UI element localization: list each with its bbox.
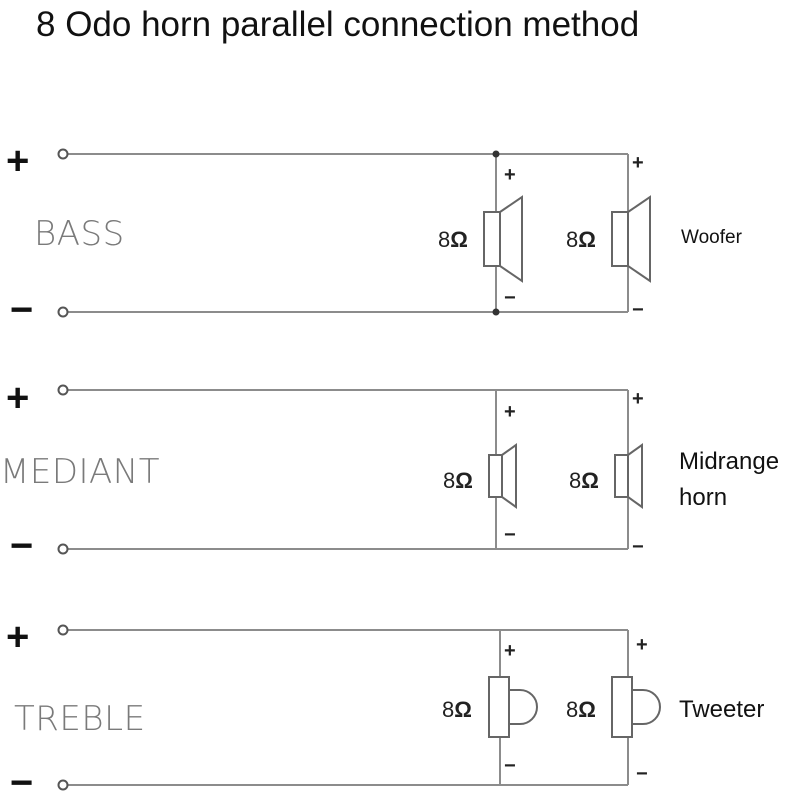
- bass-speaker-1-icon: [483, 195, 523, 283]
- treble-speaker-2-impedance: 8Ω: [566, 697, 596, 722]
- treble-minus-terminal: [57, 779, 69, 791]
- bass-plus-terminal: [57, 148, 69, 160]
- mediant-speaker-2-minus: −: [632, 536, 644, 558]
- treble-label: TREBLE: [14, 699, 146, 739]
- bass-speaker-2-plus: +: [632, 152, 644, 174]
- bass-minus-terminal: [57, 306, 69, 318]
- bass-plus-sign: +: [6, 139, 29, 183]
- treble-plus-terminal: [57, 624, 69, 636]
- mediant-label: MEDIANT: [0, 452, 160, 492]
- treble-speaker-2-minus: −: [636, 763, 648, 785]
- mediant-minus-terminal: [57, 543, 69, 555]
- bass-junction-top: [492, 150, 500, 158]
- bass-junction-bottom: [492, 308, 500, 316]
- treble-plus-sign: +: [6, 615, 29, 659]
- bass-circuit: + − BASS + − + − 8Ω 8Ω Woofer: [6, 139, 743, 332]
- treble-speaker-2-icon: [611, 676, 661, 738]
- bass-minus-sign: −: [10, 288, 33, 332]
- mediant-circuit: + − MEDIANT + − + − 8Ω 8Ω Midrange horn: [0, 376, 779, 568]
- bass-speaker-2-icon: [611, 195, 651, 283]
- mediant-speaker-1-impedance: 8Ω: [443, 468, 473, 493]
- mediant-description-line-2: horn: [679, 484, 727, 511]
- mediant-plus-terminal: [57, 384, 69, 396]
- mediant-description-line-1: Midrange: [679, 448, 779, 475]
- treble-speaker-2-plus: +: [636, 634, 648, 656]
- bass-speaker-2-minus: −: [632, 299, 644, 321]
- treble-speaker-1-minus: −: [504, 755, 516, 777]
- mediant-minus-sign: −: [10, 524, 33, 568]
- mediant-speaker-1-minus: −: [504, 524, 516, 546]
- bass-description: Woofer: [681, 227, 743, 248]
- treble-speaker-1-icon: [488, 676, 538, 738]
- bass-speaker-2-impedance: 8Ω: [566, 227, 596, 252]
- treble-speaker-1-plus: +: [504, 640, 516, 662]
- treble-speaker-1-impedance: 8Ω: [442, 697, 472, 722]
- diagram-title: 8 Odo horn parallel connection method: [36, 5, 639, 44]
- treble-circuit: + − TREBLE + − + − 8Ω 8Ω Tweeter: [6, 615, 764, 800]
- mediant-speaker-2-impedance: 8Ω: [569, 468, 599, 493]
- bass-label: BASS: [34, 214, 125, 254]
- treble-description: Tweeter: [679, 696, 764, 723]
- bass-speaker-1-impedance: 8Ω: [438, 227, 468, 252]
- mediant-speaker-1-icon: [488, 443, 517, 509]
- mediant-speaker-2-icon: [614, 443, 643, 509]
- treble-minus-sign: −: [10, 761, 33, 800]
- mediant-speaker-1-plus: +: [504, 401, 516, 423]
- mediant-plus-sign: +: [6, 376, 29, 420]
- bass-speaker-1-minus: −: [504, 287, 516, 309]
- bass-speaker-1-plus: +: [504, 164, 516, 186]
- mediant-speaker-2-plus: +: [632, 388, 644, 410]
